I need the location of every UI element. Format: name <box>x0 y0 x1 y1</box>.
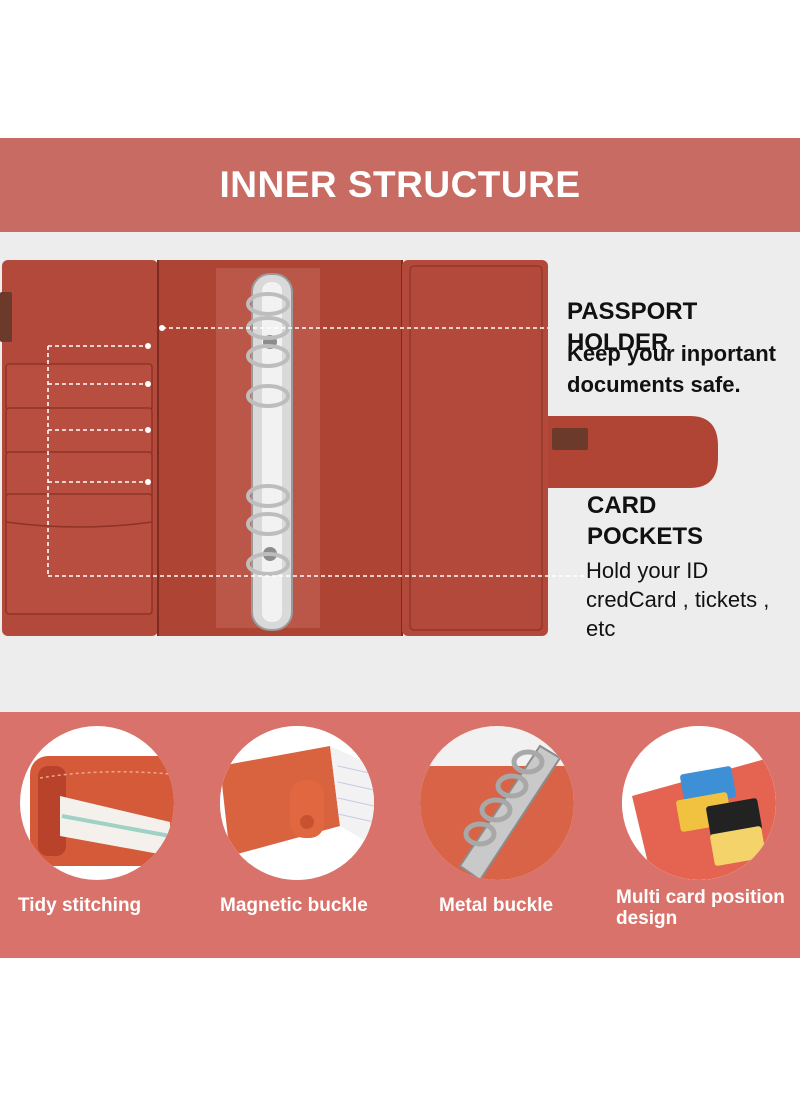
card-pockets-text: Hold your ID credCard , tickets , etc <box>586 558 770 641</box>
magnetic-clasp-tab <box>548 416 718 488</box>
stitching-closeup-icon <box>20 726 174 880</box>
elastic-strap <box>0 292 12 342</box>
leader-lines <box>47 327 584 577</box>
feature-multi-card: Multi card position design <box>600 712 800 958</box>
feature-magnetic-buckle: Magnetic buckle <box>200 712 400 958</box>
feature-tidy-stitching: Tidy stitching <box>0 712 200 958</box>
page-title: INNER STRUCTURE <box>219 164 581 205</box>
feature-label: Tidy stitching <box>18 895 142 916</box>
feature-label: Multi card position design <box>616 887 785 929</box>
buckle-closeup-icon <box>220 726 374 880</box>
feature-label: Metal buckle <box>439 895 554 916</box>
feature-label: Magnetic buckle <box>220 895 368 916</box>
product-main-section: PASSPORT HOLDER Keep your inportant docu… <box>0 232 800 712</box>
cards-closeup-icon <box>622 726 776 880</box>
right-cover <box>402 260 548 636</box>
passport-holder-title: PASSPORT HOLDER <box>567 298 698 356</box>
ring-mechanism <box>246 273 293 631</box>
rings-closeup-icon <box>420 726 574 880</box>
binder-open-illustration <box>0 260 718 636</box>
feature-band: Tidy stitching Magnetic buckle <box>0 712 800 958</box>
passport-holder-text: Keep your inportant documents safe. <box>567 341 777 397</box>
card-pockets-title: CARD POCKETS <box>587 492 704 550</box>
card-slots <box>5 363 153 615</box>
feature-metal-buckle: Metal buckle <box>400 712 600 958</box>
header-banner: INNER STRUCTURE <box>0 138 800 232</box>
